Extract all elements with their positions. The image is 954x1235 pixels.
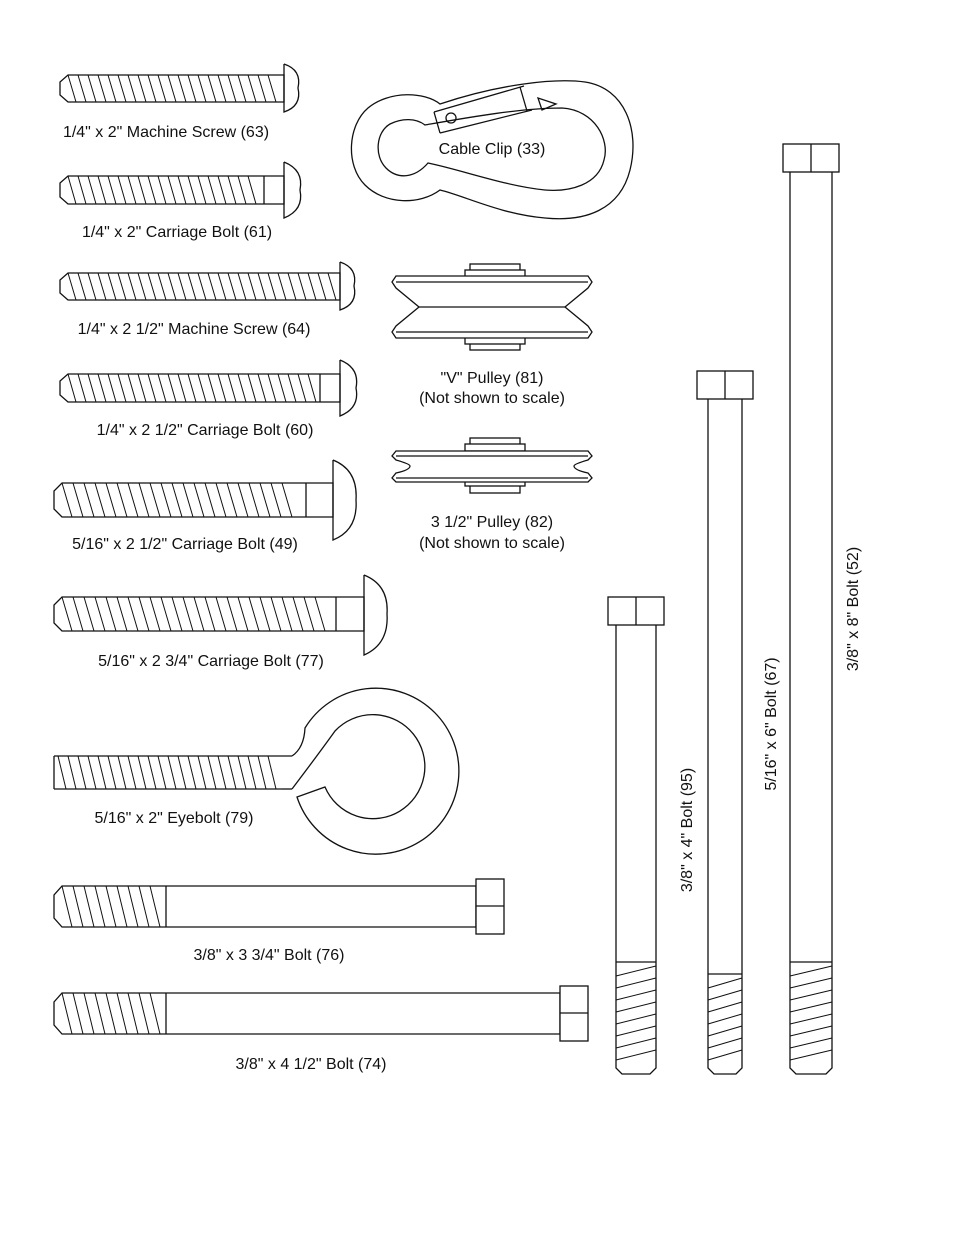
label-carriage-bolt-61: 1/4" x 2" Carriage Bolt (61) xyxy=(82,224,272,241)
label-machine-screw-64: 1/4" x 2 1/2" Machine Screw (64) xyxy=(78,321,311,338)
bolt-76-drawing xyxy=(53,878,505,935)
bolt-52-drawing xyxy=(782,143,840,1075)
label-bolt-67: 5/16" x 6" Bolt (67) xyxy=(763,657,780,790)
label-v-pulley-81: "V" Pulley (81) xyxy=(441,370,544,387)
label-pulley-82: 3 1/2" Pulley (82) xyxy=(431,514,553,531)
bolt-95-drawing xyxy=(607,596,665,1075)
machine-screw-64-drawing xyxy=(59,261,356,311)
label-pulley-scale-note: (Not shown to scale) xyxy=(419,535,565,552)
carriage-bolt-61-drawing xyxy=(59,161,302,219)
pulley-82-drawing xyxy=(391,437,593,494)
machine-screw-63-drawing xyxy=(59,63,300,113)
eyebolt-79-drawing xyxy=(53,687,460,855)
carriage-bolt-60-drawing xyxy=(59,359,358,417)
cable-clip-33-drawing xyxy=(350,80,634,220)
label-eyebolt-79: 5/16" x 2" Eyebolt (79) xyxy=(95,810,254,827)
label-bolt-95: 3/8" x 4" Bolt (95) xyxy=(679,768,696,892)
bolt-67-drawing xyxy=(696,370,754,1075)
label-carriage-bolt-77: 5/16" x 2 3/4" Carriage Bolt (77) xyxy=(98,653,324,670)
bolt-74-drawing xyxy=(53,985,589,1042)
label-cable-clip-33: Cable Clip (33) xyxy=(439,141,546,158)
label-bolt-74: 3/8" x 4 1/2" Bolt (74) xyxy=(236,1056,387,1073)
label-carriage-bolt-60: 1/4" x 2 1/2" Carriage Bolt (60) xyxy=(97,422,314,439)
label-v-pulley-scale-note: (Not shown to scale) xyxy=(419,390,565,407)
carriage-bolt-77-drawing xyxy=(53,574,388,656)
label-carriage-bolt-49: 5/16" x 2 1/2" Carriage Bolt (49) xyxy=(72,536,298,553)
v-pulley-81-drawing xyxy=(391,263,593,351)
label-machine-screw-63: 1/4" x 2" Machine Screw (63) xyxy=(63,124,269,141)
label-bolt-76: 3/8" x 3 3/4" Bolt (76) xyxy=(194,947,345,964)
label-bolt-52: 3/8" x 8" Bolt (52) xyxy=(845,547,862,671)
carriage-bolt-49-drawing xyxy=(53,459,357,541)
